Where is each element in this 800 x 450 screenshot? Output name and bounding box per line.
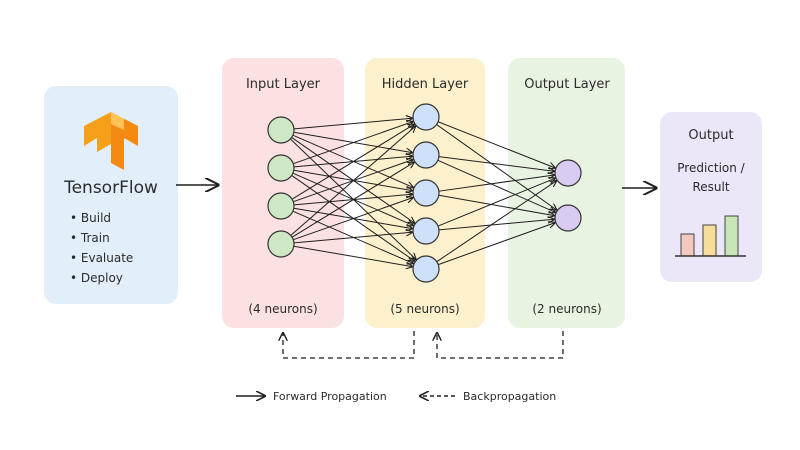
tensorflow-card	[44, 86, 178, 304]
connection-hidden-to-output	[438, 175, 554, 192]
output-card-title: Output	[688, 128, 733, 143]
connection-hidden-to-output	[436, 124, 557, 210]
hidden-neuron-1	[412, 103, 440, 131]
input-neuron-1	[267, 116, 295, 144]
hidden-neuron-4	[412, 217, 440, 245]
input-neuron-4	[267, 230, 295, 258]
input-neuron-3	[267, 192, 295, 220]
connection-hidden-to-output	[437, 178, 555, 227]
hidden-layer-caption: (5 neurons)	[390, 302, 459, 316]
hidden-layer-title: Hidden Layer	[382, 77, 469, 92]
output-layer-title: Output Layer	[524, 77, 610, 92]
connection-input-to-hidden	[291, 124, 414, 200]
connection-input-to-hidden	[293, 232, 412, 244]
tensorflow-logo-icon	[84, 112, 138, 170]
connection-input-to-hidden	[291, 162, 414, 238]
input-layer-caption: (4 neurons)	[248, 302, 317, 316]
tensorflow-item-deploy: • Deploy	[70, 271, 123, 285]
output-card-subtitle-line1: Prediction /	[677, 161, 745, 175]
connection-hidden-to-output	[436, 181, 557, 263]
network-connections	[290, 118, 556, 266]
connection-input-to-hidden	[293, 122, 413, 165]
connection-hidden-to-output	[438, 194, 554, 215]
connection-input-to-hidden	[290, 126, 416, 236]
tensorflow-title: TensorFlow	[63, 178, 158, 198]
tensorflow-item-train: • Train	[70, 231, 110, 245]
connection-hidden-to-output	[437, 159, 555, 212]
tensorflow-item-evaluate: • Evaluate	[70, 251, 133, 265]
connection-hidden-to-output	[438, 219, 554, 231]
output-card-subtitle-line2: Result	[692, 180, 729, 194]
legend-backward-label: Backpropagation	[463, 390, 556, 403]
network-neurons	[267, 103, 582, 283]
connection-input-to-hidden	[293, 118, 412, 130]
input-neuron-2	[267, 154, 295, 182]
hidden-neuron-3	[412, 179, 440, 207]
hidden-neuron-5	[412, 255, 440, 283]
hidden-neuron-2	[412, 141, 440, 169]
legend-forward-label: Forward Propagation	[273, 390, 387, 403]
output-neuron-2	[554, 204, 582, 232]
backpropagation-paths	[283, 331, 564, 359]
legend: Forward Propagation Backpropagation	[236, 390, 556, 403]
output-layer-caption: (2 neurons)	[532, 302, 601, 316]
output-neuron-1	[554, 159, 582, 187]
output-layer-panel	[508, 58, 625, 328]
input-layer-title: Input Layer	[246, 77, 321, 92]
connection-input-to-hidden	[293, 245, 412, 266]
connection-hidden-to-output	[437, 121, 555, 168]
bar-chart-icon	[675, 215, 746, 257]
connection-input-to-hidden	[293, 198, 413, 241]
connection-hidden-to-output	[438, 223, 555, 266]
connection-hidden-to-output	[438, 156, 554, 172]
tensorflow-item-build: • Build	[70, 211, 111, 225]
